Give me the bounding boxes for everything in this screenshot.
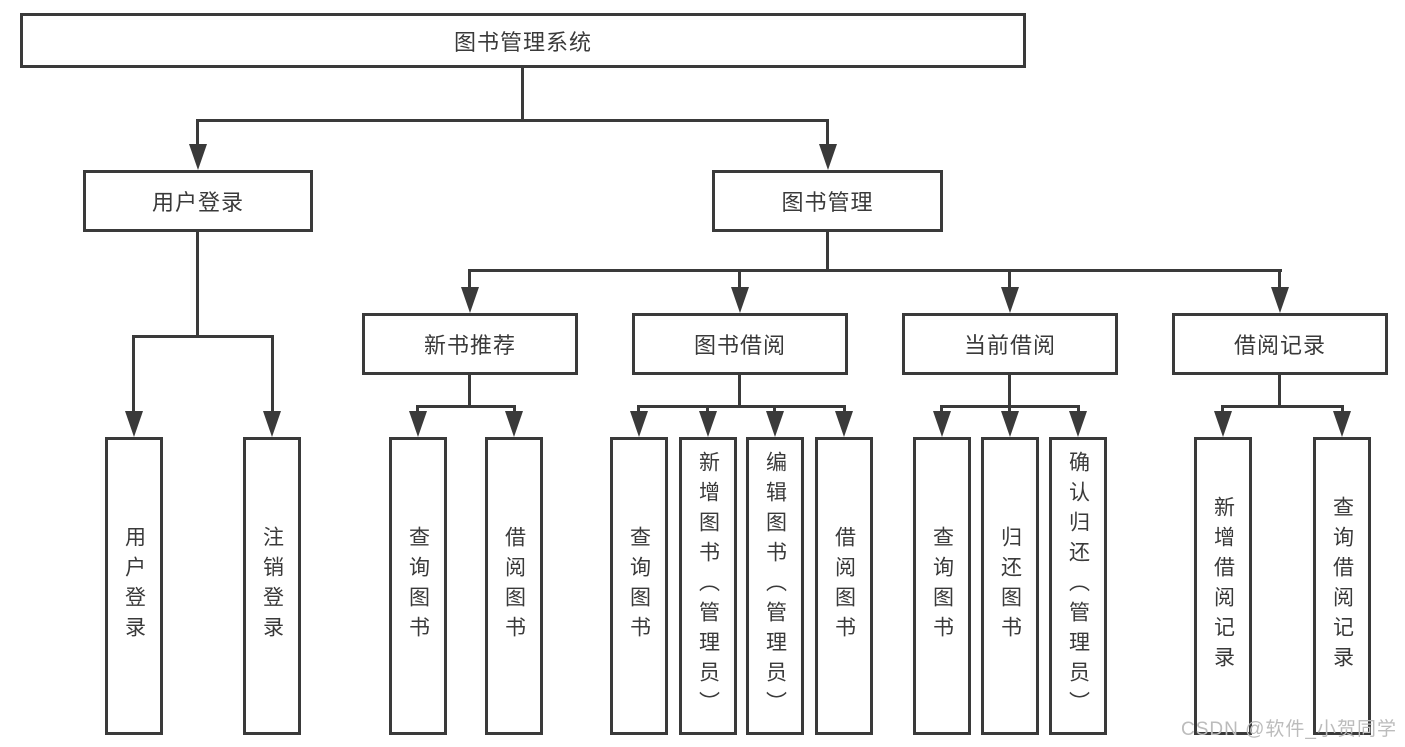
arrow-head — [933, 411, 951, 437]
node-new-book-recommend: 新书推荐 — [362, 313, 578, 375]
arrow-head — [699, 411, 717, 437]
leaf-add-borrow-record: 新增借阅记录 — [1194, 437, 1252, 735]
arrow-head — [1001, 287, 1019, 313]
connector-line — [738, 269, 741, 291]
connector-line — [132, 335, 274, 338]
node-book-management: 图书管理 — [712, 170, 943, 232]
connector-line — [1278, 269, 1281, 291]
connector-line — [416, 405, 419, 414]
connector-line — [1341, 405, 1344, 414]
connector-line — [468, 375, 471, 408]
arrow-head — [835, 411, 853, 437]
arrow-head — [1271, 287, 1289, 313]
arrow-head — [1001, 411, 1019, 437]
arrow-head — [1069, 411, 1087, 437]
connector-line — [826, 119, 829, 148]
arrow-head — [505, 411, 523, 437]
leaf-edit-book-admin: 编辑图书（管理员） — [746, 437, 804, 735]
leaf-query-borrow-record: 查询借阅记录 — [1313, 437, 1371, 735]
connector-line — [196, 119, 199, 148]
connector-line — [1278, 375, 1281, 408]
connector-line — [940, 405, 943, 414]
leaf-return-books: 归还图书 — [981, 437, 1039, 735]
arrow-head — [731, 287, 749, 313]
arrow-head — [766, 411, 784, 437]
connector-line — [1008, 405, 1011, 414]
node-current-borrow: 当前借阅 — [902, 313, 1118, 375]
connector-line — [637, 405, 846, 408]
leaf-user-login: 用户登录 — [105, 437, 163, 735]
connector-line — [773, 405, 776, 414]
leaf-add-book-admin: 新增图书（管理员） — [679, 437, 737, 735]
connector-line — [271, 335, 274, 413]
arrow-head — [630, 411, 648, 437]
node-root-library-system: 图书管理系统 — [20, 13, 1026, 68]
leaf-query-books-recommend: 查询图书 — [389, 437, 447, 735]
connector-line — [1221, 405, 1344, 408]
connector-line — [1008, 269, 1011, 291]
connector-line — [521, 68, 524, 119]
leaf-borrow-books-recommend: 借阅图书 — [485, 437, 543, 735]
leaf-query-books-current: 查询图书 — [913, 437, 971, 735]
connector-line — [196, 232, 199, 335]
node-borrow-records: 借阅记录 — [1172, 313, 1388, 375]
arrow-head — [1333, 411, 1351, 437]
csdn-watermark: CSDN @软件_小贺同学 — [1181, 719, 1397, 740]
connector-line — [416, 405, 516, 408]
leaf-confirm-return-admin: 确认归还（管理员） — [1049, 437, 1107, 735]
arrow-head — [263, 411, 281, 437]
node-user-login: 用户登录 — [83, 170, 313, 232]
connector-line — [637, 405, 640, 414]
connector-line — [468, 269, 471, 291]
connector-line — [1077, 405, 1080, 414]
connector-line — [1008, 375, 1011, 408]
arrow-head — [461, 287, 479, 313]
connector-line — [1221, 405, 1224, 414]
connector-line — [513, 405, 516, 414]
connector-line — [738, 375, 741, 408]
leaf-logout: 注销登录 — [243, 437, 301, 735]
arrow-head — [1214, 411, 1232, 437]
arrow-head — [819, 144, 837, 170]
connector-line — [196, 119, 829, 122]
arrow-head — [125, 411, 143, 437]
leaf-query-books-borrow: 查询图书 — [610, 437, 668, 735]
connector-line — [706, 405, 709, 414]
leaf-borrow-books-borrow: 借阅图书 — [815, 437, 873, 735]
connector-line — [826, 232, 829, 269]
arrow-head — [409, 411, 427, 437]
arrow-head — [189, 144, 207, 170]
node-book-borrow: 图书借阅 — [632, 313, 848, 375]
connector-line — [843, 405, 846, 414]
connector-line — [132, 335, 135, 413]
connector-line — [468, 269, 1282, 272]
